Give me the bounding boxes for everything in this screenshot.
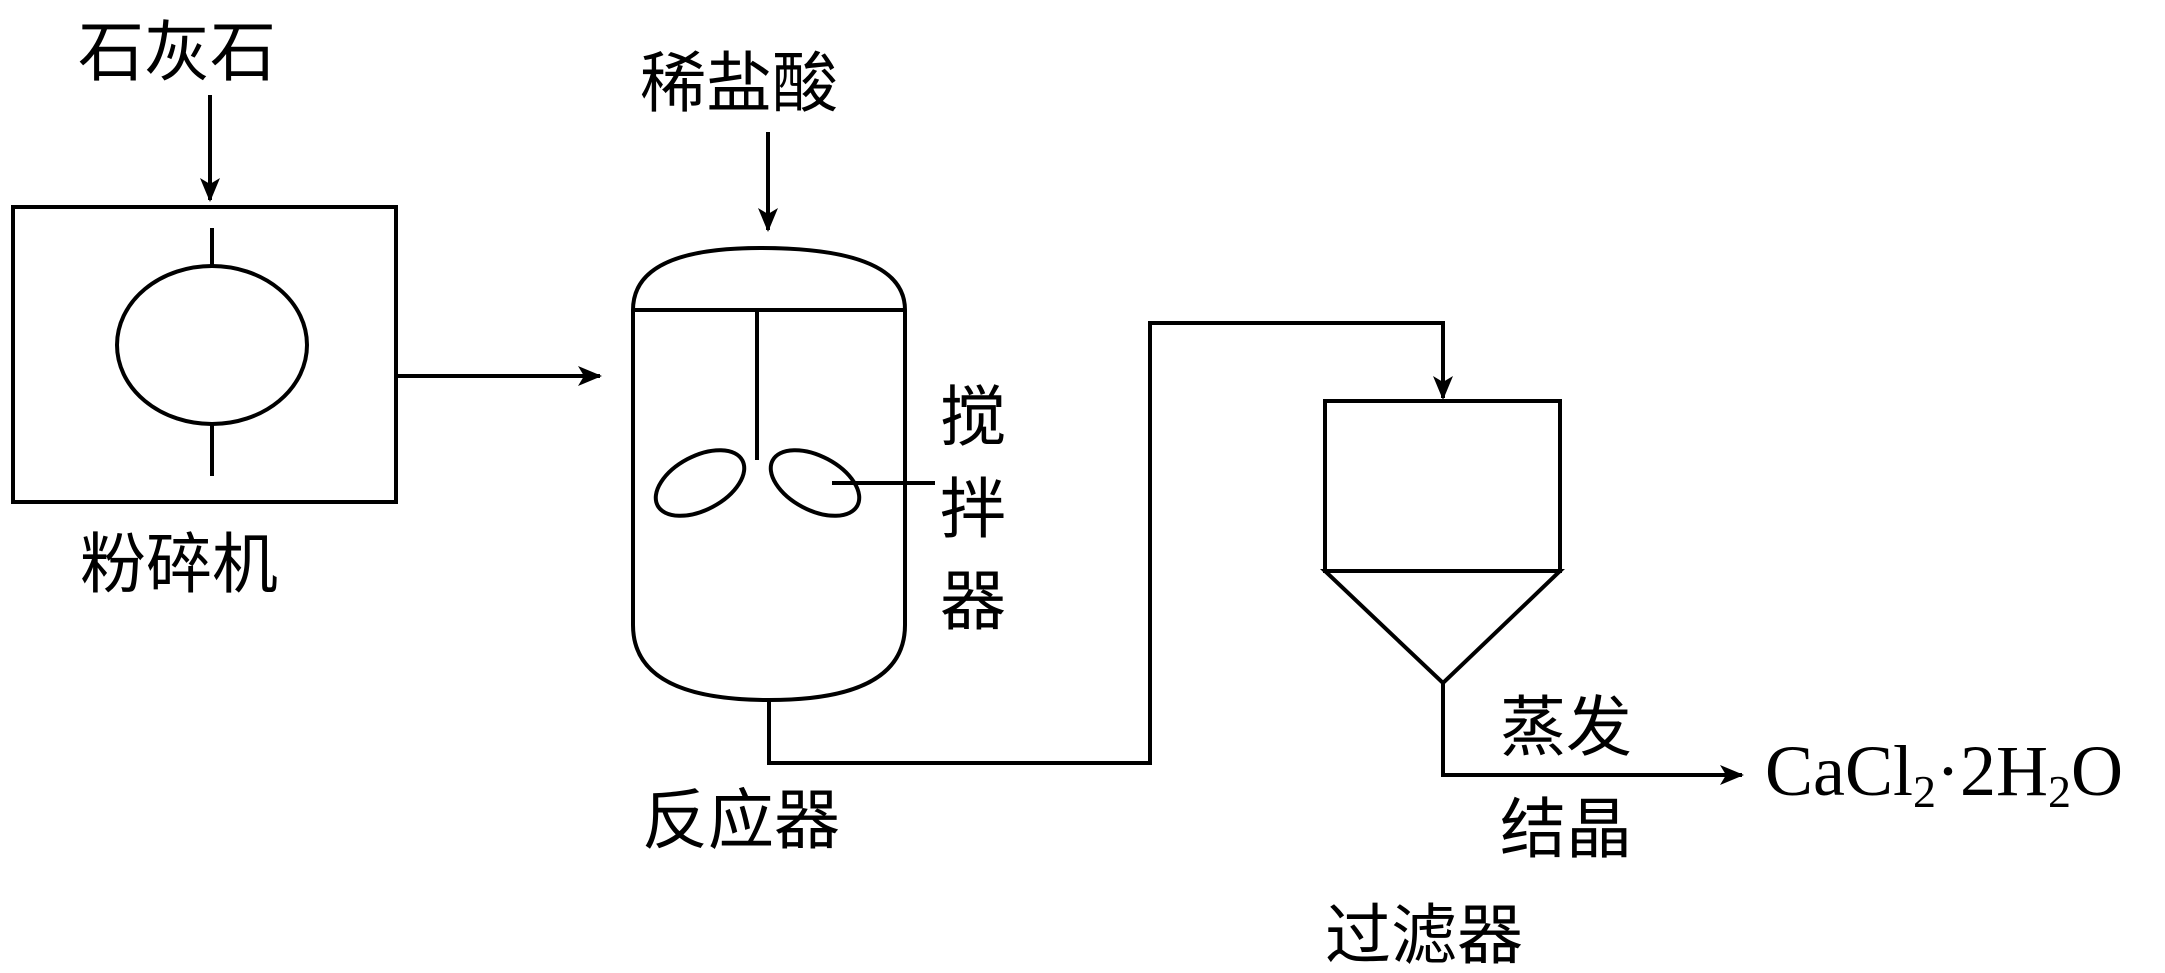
stirrer-blade-right — [768, 448, 862, 518]
formula-sub-2: 2 — [2048, 766, 2071, 817]
crusher-box — [11, 205, 398, 504]
formula-middle: ·2H — [1936, 731, 2048, 811]
stirrer-label-3: 器 — [940, 563, 1006, 640]
crusher — [11, 205, 398, 504]
reactor-label: 反应器 — [642, 782, 840, 859]
formula-sub-1: 2 — [1913, 766, 1936, 817]
reactor — [631, 245, 935, 703]
crusher-label: 粉碎机 — [80, 526, 278, 603]
filter-body — [1323, 399, 1562, 573]
stirrer-blade-left — [653, 448, 747, 518]
filter — [1319, 399, 1565, 686]
product-formula: CaCl2·2H2O — [1765, 731, 2123, 817]
filter-to-product-arrow — [1441, 683, 1744, 785]
reactor-vessel — [631, 245, 907, 703]
formula-prefix: CaCl — [1765, 731, 1913, 811]
filter-label: 过滤器 — [1325, 897, 1523, 973]
evaporate-label: 蒸发 — [1500, 689, 1632, 766]
limestone-label: 石灰石 — [78, 14, 276, 91]
dilute-hcl-label: 稀盐酸 — [640, 45, 838, 122]
stirrer-label-2: 拌 — [940, 471, 1006, 548]
filter-cone — [1319, 569, 1565, 686]
crusher-drum — [115, 264, 309, 426]
stirrer-label-1: 搅 — [940, 379, 1006, 456]
crystallize-label: 结晶 — [1500, 791, 1632, 868]
formula-suffix: O — [2071, 731, 2123, 811]
reactor-to-filter-pipe — [767, 321, 1453, 765]
